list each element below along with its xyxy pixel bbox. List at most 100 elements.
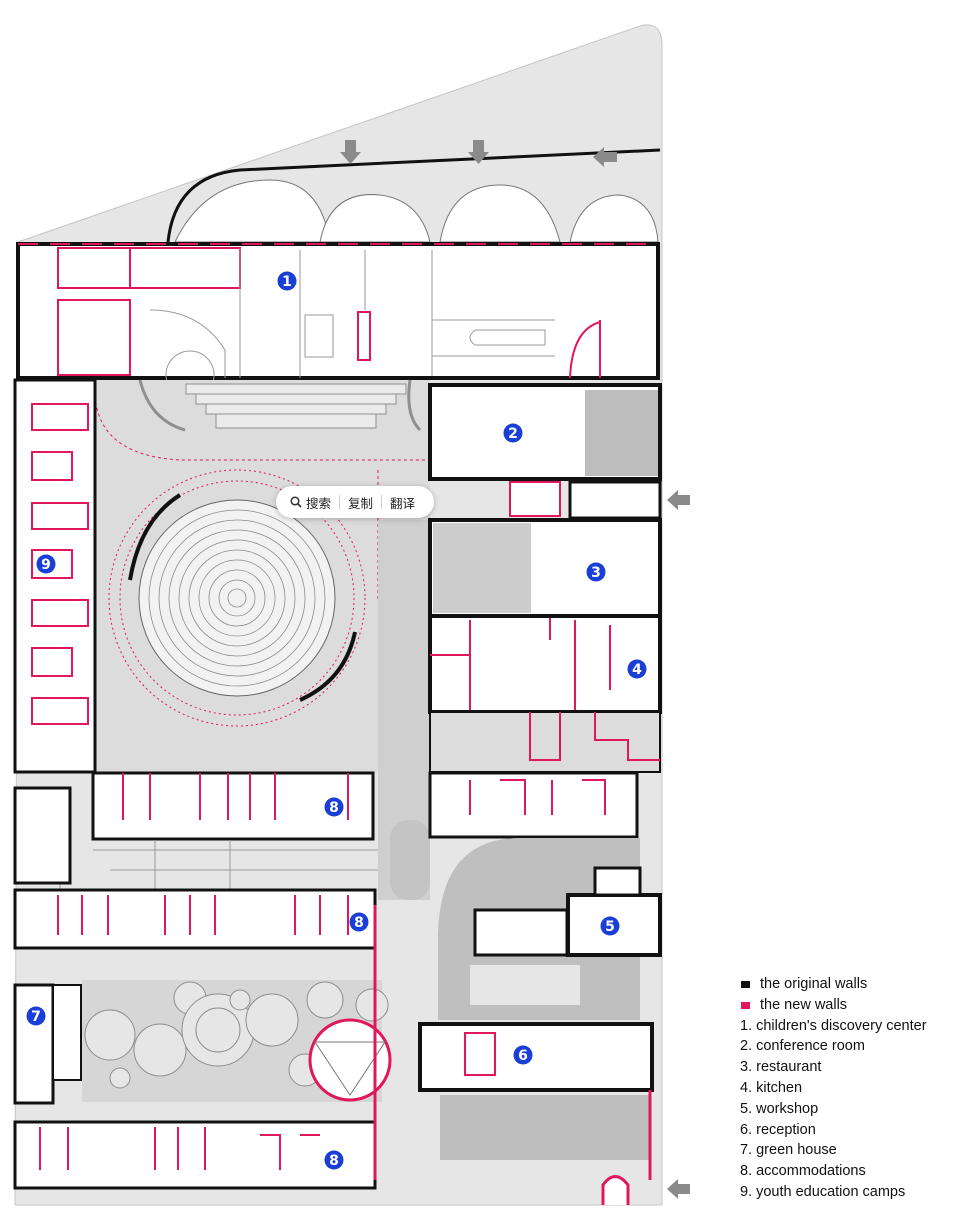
- badge-number: 9: [41, 557, 51, 573]
- entrance-arrow-2: [468, 140, 489, 164]
- entry-arch: [601, 1175, 630, 1205]
- entrance-arrow-3: [593, 147, 617, 167]
- room-badge-room-9: 9: [36, 554, 56, 574]
- translate-label: 翻译: [390, 495, 416, 511]
- new-walls-swatch: [741, 1001, 750, 1009]
- drum-outer-ring: [108, 469, 366, 727]
- menu-separator: [381, 495, 383, 509]
- legend-item: 3. restaurant: [740, 1059, 822, 1076]
- kitchen-walls: [430, 618, 611, 710]
- legend-item: 5. workshop: [740, 1100, 819, 1117]
- badge-circle: [503, 423, 523, 443]
- room-badges: 1 2 3 4 5 6 7 8 8 8 9: [26, 271, 647, 1170]
- badge-circle: [600, 916, 620, 936]
- stepped-amphitheater: [185, 383, 407, 429]
- service-rooms: [429, 711, 661, 773]
- conference-seating: [585, 390, 658, 476]
- workshop-annex: [473, 908, 569, 957]
- green-house-annex: [52, 984, 82, 1081]
- building-6: [418, 1022, 654, 1092]
- badge-circle: [324, 797, 344, 817]
- room-badge-room-5: 5: [600, 916, 620, 936]
- camp-rooms: [31, 403, 89, 725]
- garden-circles: [84, 981, 389, 1089]
- badge-circle: [586, 562, 606, 582]
- room-badge-room-6: 6: [513, 1045, 533, 1065]
- badge-number: 8: [329, 1153, 339, 1169]
- amphitheater-left: [138, 379, 186, 432]
- restroom-block: [509, 481, 561, 517]
- entrance-arrow-5: [667, 1179, 690, 1199]
- badge-circle: [26, 1006, 46, 1026]
- badge-number: 8: [329, 800, 339, 816]
- search-icon: [290, 496, 302, 508]
- building-east-lower: [428, 771, 639, 839]
- drum-base: [138, 499, 336, 697]
- drum-rings: [148, 509, 326, 687]
- legend: the original walls the new walls 1. chil…: [740, 974, 927, 1203]
- badge-circle: [324, 1150, 344, 1170]
- building-7: [13, 983, 55, 1105]
- garden-pavilion: [308, 1018, 392, 1102]
- room-badge-room-1: 1: [277, 271, 297, 291]
- badge-number: 4: [632, 662, 642, 678]
- badge-number: 3: [591, 565, 601, 581]
- legend-item: 6. reception: [740, 1121, 816, 1138]
- original-walls-swatch: [741, 980, 750, 988]
- drum-ring-2: [119, 480, 355, 716]
- badge-circle: [36, 554, 56, 574]
- badge-circle: [277, 271, 297, 291]
- legend-item: 7. green house: [740, 1142, 837, 1159]
- legend-original-walls: the original walls: [740, 974, 927, 995]
- badge-number: 8: [354, 915, 364, 931]
- room-badge-room-8b: 8: [349, 912, 369, 932]
- room-badge-room-8a: 8: [324, 797, 344, 817]
- badge-number: 6: [518, 1048, 528, 1064]
- plaza-inner: [470, 965, 580, 1005]
- amphitheater-right: [407, 379, 422, 432]
- search-menu-item[interactable]: 搜索: [286, 493, 335, 512]
- search-label: 搜索: [306, 495, 332, 511]
- legend-new-walls: the new walls: [740, 995, 927, 1016]
- selection-context-menu: 搜索 复制 翻译: [276, 486, 434, 518]
- building-4: [428, 614, 662, 714]
- badge-circle: [627, 659, 647, 679]
- badge-number: 5: [605, 919, 615, 935]
- building-west-block: [13, 786, 72, 885]
- badge-circle: [349, 912, 369, 932]
- copy-menu-item[interactable]: 复制: [344, 493, 377, 512]
- legend-item: 1. children's discovery center: [740, 1017, 927, 1034]
- entrance-arrow-1: [340, 140, 361, 164]
- badge-circle: [513, 1045, 533, 1065]
- entrance-curve: [166, 148, 661, 243]
- copy-label: 复制: [348, 495, 374, 511]
- drum-right-arc: [299, 631, 357, 702]
- translate-menu-item[interactable]: 翻译: [386, 493, 419, 512]
- restaurant-grey: [433, 523, 531, 613]
- building-1: [16, 242, 660, 380]
- room-badge-room-7: 7: [26, 1006, 46, 1026]
- legend-item: 9. youth education camps: [740, 1183, 906, 1200]
- legend-item: 4. kitchen: [740, 1079, 803, 1096]
- drum-left-arc: [128, 493, 182, 581]
- badge-number: 7: [31, 1009, 41, 1025]
- legend-item: 2. conference room: [740, 1038, 865, 1055]
- entrance-arrow-4: [667, 490, 690, 510]
- workshop-top: [593, 866, 642, 897]
- room-badge-room-2: 2: [503, 423, 523, 443]
- room-badge-room-3: 3: [586, 562, 606, 582]
- menu-separator: [339, 495, 341, 509]
- legend-label: the new walls: [760, 996, 848, 1013]
- room-badge-room-4: 4: [627, 659, 647, 679]
- walkway-lower: [390, 820, 430, 900]
- courtyard-dotted-edge: [94, 389, 430, 461]
- pavilion-triangle: [314, 1041, 386, 1096]
- badge-number: 2: [508, 426, 518, 442]
- legend-item: 8. accommodations: [740, 1163, 866, 1180]
- reception-grey: [440, 1095, 650, 1160]
- canopy-arches: [174, 179, 659, 243]
- legend-label: the original walls: [760, 976, 868, 992]
- room-badge-room-8c: 8: [324, 1150, 344, 1170]
- badge-number: 1: [282, 274, 292, 290]
